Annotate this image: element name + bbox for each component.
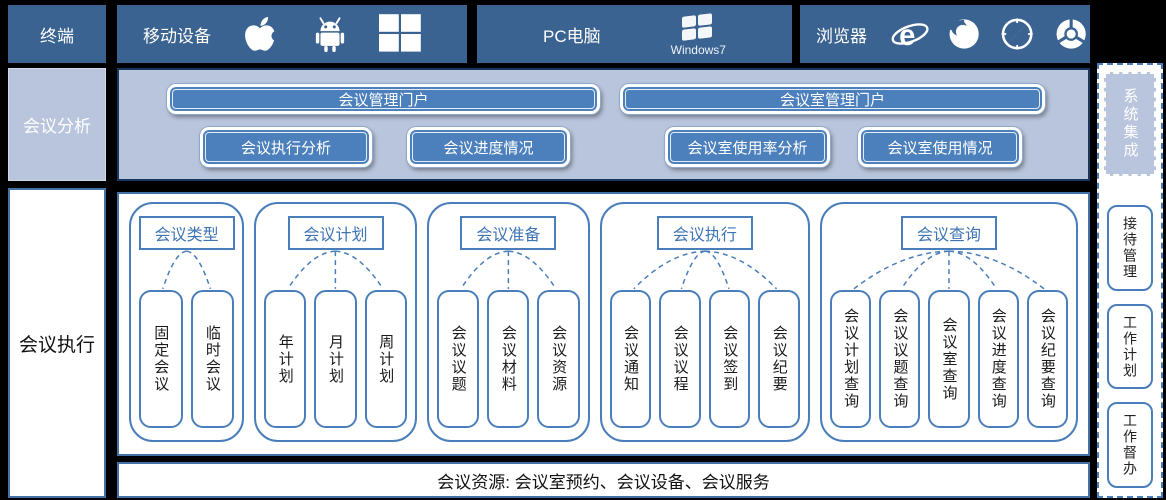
- pc-label: PC电脑: [543, 26, 601, 46]
- module-pill-label: 会议纪要查询: [1038, 308, 1056, 410]
- module-pill-label: 月计划: [327, 333, 345, 385]
- module-pill[interactable]: 会议通知: [609, 290, 652, 428]
- system-integration-column: 系统集成 接待管理工作计划工作督办: [1097, 63, 1163, 498]
- module-pill-label: 年计划: [276, 333, 294, 385]
- resources-bar-text: 会议资源: 会议室预约、会议设备、会议服务: [437, 472, 770, 492]
- resources-bar: 会议资源: 会议室预约、会议设备、会议服务: [117, 462, 1090, 498]
- module-pill-label: 会议纪要: [770, 325, 788, 393]
- browser-label: 浏览器: [816, 26, 867, 46]
- pill-row: 会议通知 会议议程 会议签到 会议纪要: [609, 290, 801, 428]
- module-pill[interactable]: 会议纪要: [758, 290, 801, 428]
- module-pill-label: 会议进度查询: [989, 308, 1007, 410]
- module-pill[interactable]: 临时会议: [190, 290, 235, 428]
- analysis-row-label: 会议分析: [8, 68, 106, 181]
- module-pill-label: 会议议程: [671, 325, 689, 393]
- pill-row: 固定会议 临时会议: [139, 290, 235, 428]
- sidebar-pills: 接待管理工作计划工作督办: [1107, 205, 1153, 489]
- system-integration-label: 系统集成: [1121, 88, 1139, 160]
- module-pill-label: 固定会议: [152, 325, 170, 393]
- ie-icon: e: [891, 20, 929, 52]
- sidebar-pill[interactable]: 工作督办: [1107, 402, 1153, 489]
- group-title: 会议查询: [901, 216, 998, 250]
- module-pill[interactable]: 周计划: [364, 290, 407, 428]
- analysis-label-text: 会议分析: [23, 117, 91, 136]
- meeting-room-portal-button[interactable]: 会议室管理门户: [620, 84, 1045, 114]
- module-pill-label: 会议议题查询: [891, 308, 909, 410]
- sidebar-pill-label: 接待管理: [1122, 215, 1138, 280]
- chrome-icon: [1056, 18, 1086, 49]
- module-pill-label: 会议资源: [550, 325, 568, 393]
- module-pill-label: 会议计划查询: [842, 308, 860, 410]
- module-pill[interactable]: 会议议程: [659, 290, 701, 428]
- group-3: 会议执行会议通知 会议议程 会议签到 会议纪要: [599, 202, 811, 442]
- group-title: 会议执行: [656, 216, 753, 250]
- mobile-device-label: 移动设备: [143, 26, 211, 46]
- mobile-device-box: 移动设备: [117, 5, 467, 63]
- dashed-connector: [437, 250, 580, 290]
- sidebar-pill-label: 工作计划: [1122, 314, 1138, 379]
- meeting-execution-analysis-button[interactable]: 会议执行分析: [200, 127, 372, 167]
- module-pill[interactable]: 年计划: [264, 290, 307, 428]
- execution-groups: 会议类型固定会议 临时会议 会议计划年计划 月计划 周计划 会议准备会议议题 会议材料 会议资…: [129, 202, 1078, 442]
- group-title: 会议计划: [287, 216, 384, 250]
- module-pill-label: 会议签到: [721, 325, 739, 393]
- module-pill[interactable]: 会议进度查询: [977, 290, 1019, 428]
- pill-row: 会议议题 会议材料 会议资源: [436, 290, 580, 428]
- group-4: 会议查询会议计划查询 会议议题查询 会议室查询 会议进度查询 会议纪要查询: [820, 202, 1078, 442]
- module-pill[interactable]: 会议计划查询: [830, 290, 872, 428]
- module-pill-label: 会议通知: [622, 325, 639, 393]
- pill-row: 年计划 月计划 周计划: [264, 290, 407, 428]
- analysis-panel: 会议管理门户 会议室管理门户 会议执行分析 会议进度情况 会议室使用率分析 会议…: [117, 68, 1090, 181]
- module-pill[interactable]: 会议议题: [436, 290, 480, 428]
- module-pill[interactable]: 会议纪要查询: [1026, 290, 1068, 428]
- dashed-connector: [610, 250, 800, 290]
- module-pill[interactable]: 会议签到: [708, 290, 751, 428]
- dashed-connector: [830, 250, 1068, 290]
- group-0: 会议类型固定会议 临时会议: [129, 202, 245, 442]
- execution-main-box: 会议类型固定会议 临时会议 会议计划年计划 月计划 周计划 会议准备会议议题 会议材料 会议资…: [117, 192, 1090, 456]
- system-integration-box: 系统集成: [1104, 72, 1156, 176]
- module-pill[interactable]: 月计划: [314, 290, 357, 428]
- apple-icon: [245, 16, 281, 51]
- room-usage-status-button[interactable]: 会议室使用情况: [858, 127, 1022, 167]
- browser-box: 浏览器 e: [800, 5, 1090, 63]
- meeting-portal-button[interactable]: 会议管理门户: [167, 84, 600, 114]
- dashed-connector: [264, 250, 407, 290]
- group-2: 会议准备会议议题 会议材料 会议资源: [426, 202, 590, 442]
- pc-box: PC电脑 Windows7: [477, 5, 792, 63]
- group-title: 会议准备: [460, 216, 557, 250]
- safari-icon: [1002, 18, 1034, 50]
- module-pill-label: 会议室查询: [940, 316, 958, 402]
- module-pill[interactable]: 会议议题查询: [879, 290, 921, 428]
- module-pill[interactable]: 会议材料: [487, 290, 530, 428]
- group-1: 会议计划年计划 月计划 周计划: [254, 202, 417, 442]
- module-pill[interactable]: 会议室查询: [928, 290, 970, 428]
- sidebar-pill[interactable]: 工作计划: [1107, 303, 1153, 390]
- windows-icon: [379, 14, 421, 52]
- execution-label-text: 会议执行: [18, 334, 95, 356]
- dashed-connector: [139, 250, 234, 290]
- terminal-label: 终端: [40, 26, 74, 46]
- pill-row: 会议计划查询 会议议题查询 会议室查询 会议进度查询 会议纪要查询: [830, 290, 1068, 428]
- firefox-icon: [949, 19, 979, 49]
- module-pill[interactable]: 固定会议: [139, 290, 183, 428]
- module-pill-label: 会议议题: [449, 325, 467, 393]
- module-pill-label: 周计划: [377, 333, 395, 385]
- module-pill[interactable]: 会议资源: [537, 290, 580, 428]
- android-icon: [315, 17, 345, 53]
- room-usage-rate-analysis-button[interactable]: 会议室使用率分析: [665, 127, 830, 167]
- module-pill-label: 会议材料: [499, 325, 517, 393]
- windows7-text: Windows7: [670, 42, 726, 57]
- execution-row-label: 会议执行: [8, 188, 106, 498]
- sidebar-pill-label: 工作督办: [1122, 413, 1138, 478]
- sidebar-pill[interactable]: 接待管理: [1107, 205, 1153, 291]
- meeting-progress-button[interactable]: 会议进度情况: [407, 127, 570, 167]
- module-pill-label: 临时会议: [203, 325, 221, 393]
- group-title: 会议类型: [138, 216, 235, 250]
- windows7-icon: Windows7: [671, 12, 726, 57]
- terminal-box: 终端: [8, 5, 106, 63]
